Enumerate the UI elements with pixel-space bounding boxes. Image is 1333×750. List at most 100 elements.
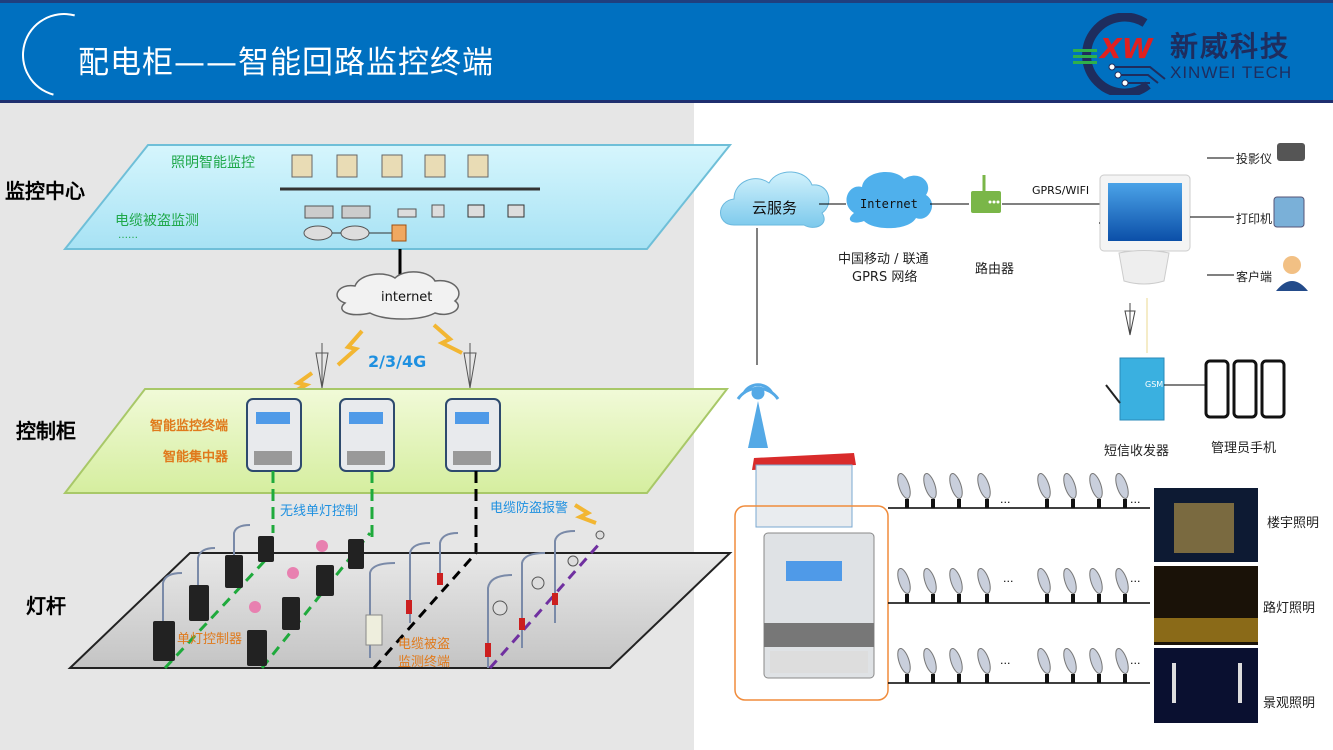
led-lamp-icon [1089,648,1103,683]
led-lamp-icon [1063,473,1077,508]
ellipsis: ··· [1000,657,1011,670]
lotus-lamp-group [249,540,328,613]
camera-icon [595,530,605,540]
camera-icon [567,555,579,567]
logo-mark-text: XW [1098,32,1154,65]
router-icon [971,175,1001,213]
led-lamp-icon [1037,473,1051,508]
camera-device-icon [431,204,445,218]
wireless-signal-icon [432,323,463,355]
camera-group [492,530,605,616]
layer-label-control-cabinet: 控制柜 [16,419,76,443]
switch-icon [341,205,371,219]
ellipsis: ··· [1003,575,1014,588]
admin-phone-icon [1260,359,1286,419]
gsm-modem-icon [1105,357,1165,421]
led-lamp-icon [977,473,991,508]
sms-transceiver-label: 短信收发器 [1104,444,1170,459]
layer-label-monitor-center: 监控中心 [5,179,85,203]
gsm-label: GSM [1145,380,1164,389]
ellipsis: ··· [1130,496,1141,509]
header-bar: 配电柜——智能回路监控终端 XW 新威科技 XINWEI TECH [0,0,1333,113]
led-lamp-icon [1089,568,1103,603]
led-lamp-icon [897,568,911,603]
firewall-icon [391,224,407,242]
lighting-monitor-label: 照明智能监控 [171,155,255,171]
led-lamp-icon [977,568,991,603]
server-icon [424,154,446,178]
led-lamp-icon [949,568,963,603]
building-photo-detail [1174,503,1234,553]
loop-monitoring-terminal-device [763,532,875,679]
ellipsis: ··· [1130,575,1141,588]
architecture-diagram [62,144,733,670]
street-pole-group [162,524,576,668]
user-icon [1276,256,1308,291]
cloud-service-icon [720,171,830,228]
box-substation-icon [752,453,856,528]
wireless-control-line [163,551,274,670]
internet-cloud-icon [336,271,460,320]
led-lamp-icon [1063,648,1077,683]
monitoring-terminal-device [445,398,501,472]
controller-box-icon [225,555,243,588]
concentrator-label: 智能集中器 [163,450,229,465]
server-icon [381,154,403,178]
peripheral-printer-label: 打印机 [1236,212,1273,226]
internet-label: internet [381,290,433,305]
wireless-antenna-icon [736,383,780,448]
led-lamp-icon [897,473,911,508]
workstation-icon [467,204,485,218]
company-logo: XW 新威科技 XINWEI TECH [1070,12,1330,98]
printer-icon [1273,196,1305,228]
projector-icon [1277,143,1305,161]
server-icon [467,154,489,178]
monitoring-terminal-device [246,398,302,472]
cloud-service-label: 云服务 [752,199,798,217]
controller-box-icon [153,621,175,661]
monitor-computer-icon [1099,174,1191,285]
router-icon [303,225,333,241]
controller-box-icon [316,565,334,596]
led-lamp-icon [1115,568,1129,603]
controller-box-icon [247,630,267,666]
led-lamp-icon [923,568,937,603]
server-icon [336,154,358,178]
logo-chinese-name: 新威科技 [1170,30,1291,63]
smart-terminal-label: 智能监控终端 [150,419,229,434]
wireless-signal-icon [336,329,364,367]
camera-icon [492,600,508,616]
lotus-lamp-icon [316,540,328,552]
alarm-signal-icon [573,503,597,525]
logo-english-name: XINWEI TECH [1170,63,1293,82]
internet-cloud-icon [846,172,933,229]
layer-label-light-pole: 灯杆 [26,594,66,618]
alarm-line [488,542,602,669]
more-items-label: …… [118,230,138,241]
cable-terminal-label-line1: 电缆被盗 [398,637,451,652]
monitor-center-plane [62,144,733,250]
lotus-lamp-icon [249,601,261,613]
router-icon [340,225,370,241]
landscape-lighting-photo [1154,648,1258,723]
controller-box-icon [189,585,209,621]
camera-icon [531,576,545,590]
internet-label-right: Internet [860,197,918,211]
router-label: 路由器 [975,262,1015,277]
lighting-type-landscape: 景观照明 [1263,696,1316,711]
controller-box-icon [282,597,300,630]
controller-box-icon [258,536,274,562]
led-lamp-icon [923,473,937,508]
led-lamp-icon [1037,568,1051,603]
logo-mark-icon: XW [1073,12,1166,98]
server-group [280,154,540,242]
admin-phone-icon [1232,359,1258,419]
cell-tower-icon [315,343,329,389]
single-lamp-controller-group [153,536,364,666]
led-lamp-icon [1115,648,1129,683]
carrier-label-line2: GPRS 网络 [852,270,918,285]
monitoring-terminal-device [339,398,395,472]
red-marker-group [406,573,558,657]
cable-monitor-line [372,552,478,669]
switch-icon [304,205,334,219]
